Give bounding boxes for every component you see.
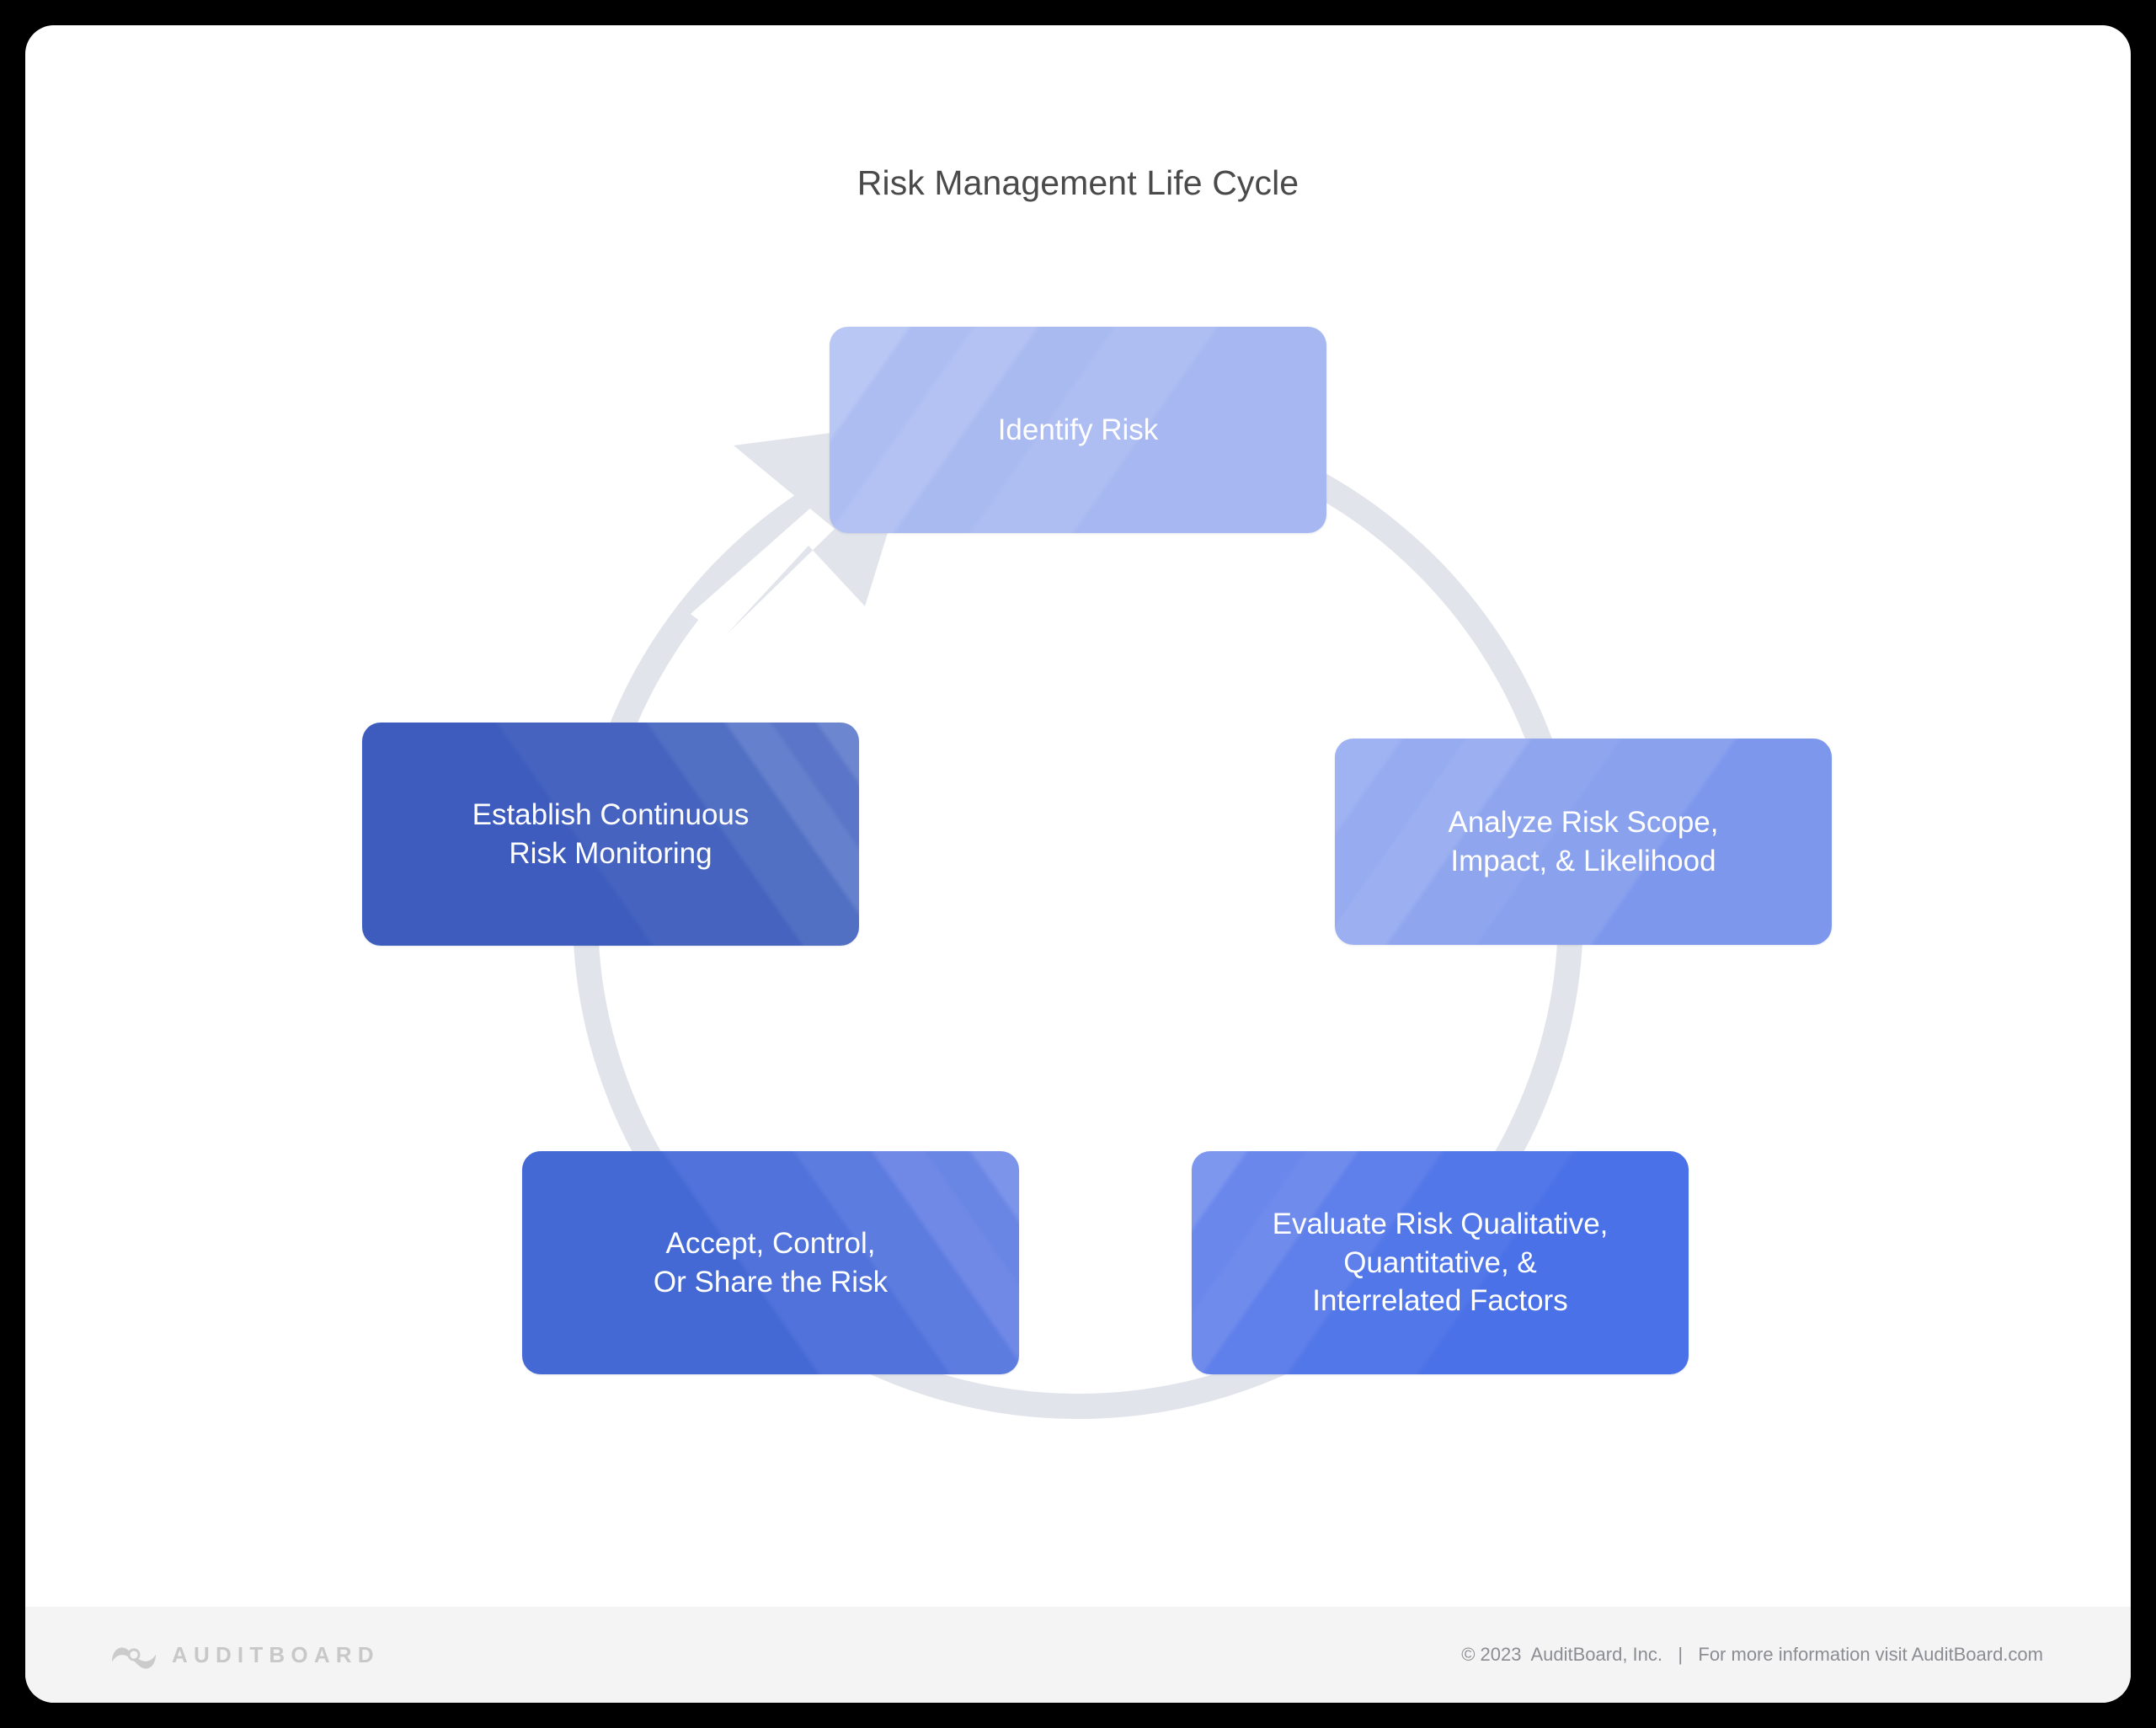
auditboard-logo: AUDITBOARD: [109, 1637, 380, 1672]
auditboard-wordmark: AUDITBOARD: [172, 1641, 380, 1667]
node-label-line: Analyze Risk Scope,: [1448, 806, 1719, 839]
node-identify-risk[interactable]: Identify Risk: [830, 327, 1326, 533]
node-label-line: Interrelated Factors: [1312, 1284, 1568, 1318]
diagram-card: Risk Management Life Cycle: [25, 25, 2131, 1703]
footer-copyright: © 2023 AuditBoard, Inc. | For more infor…: [1461, 1644, 2043, 1665]
auditboard-eye-icon: [112, 1647, 156, 1669]
page-title: Risk Management Life Cycle: [857, 163, 1299, 202]
node-label-line: Risk Monitoring: [509, 836, 712, 870]
footer-bar: AUDITBOARD © 2023 AuditBoard, Inc. | For…: [25, 1607, 2131, 1703]
node-accept-control-share[interactable]: Accept, Control, Or Share the Risk: [522, 1151, 1019, 1374]
node-label-line: Establish Continuous: [472, 798, 750, 831]
node-label-line: Or Share the Risk: [653, 1265, 889, 1299]
node-label-line: Evaluate Risk Qualitative,: [1272, 1208, 1609, 1241]
node-label-line: Accept, Control,: [665, 1227, 876, 1260]
node-establish-monitoring[interactable]: Establish Continuous Risk Monitoring: [362, 723, 859, 946]
node-analyze-risk[interactable]: Analyze Risk Scope, Impact, & Likelihood: [1335, 739, 1832, 945]
node-label-line: Quantitative, &: [1343, 1245, 1537, 1279]
node-label-line: Impact, & Likelihood: [1450, 844, 1716, 877]
node-label-line: Identify Risk: [997, 413, 1159, 446]
node-evaluate-risk[interactable]: Evaluate Risk Qualitative, Quantitative,…: [1192, 1151, 1689, 1374]
cycle-diagram: Identify Risk Analyze Risk Scope, Impact…: [25, 25, 2131, 1607]
